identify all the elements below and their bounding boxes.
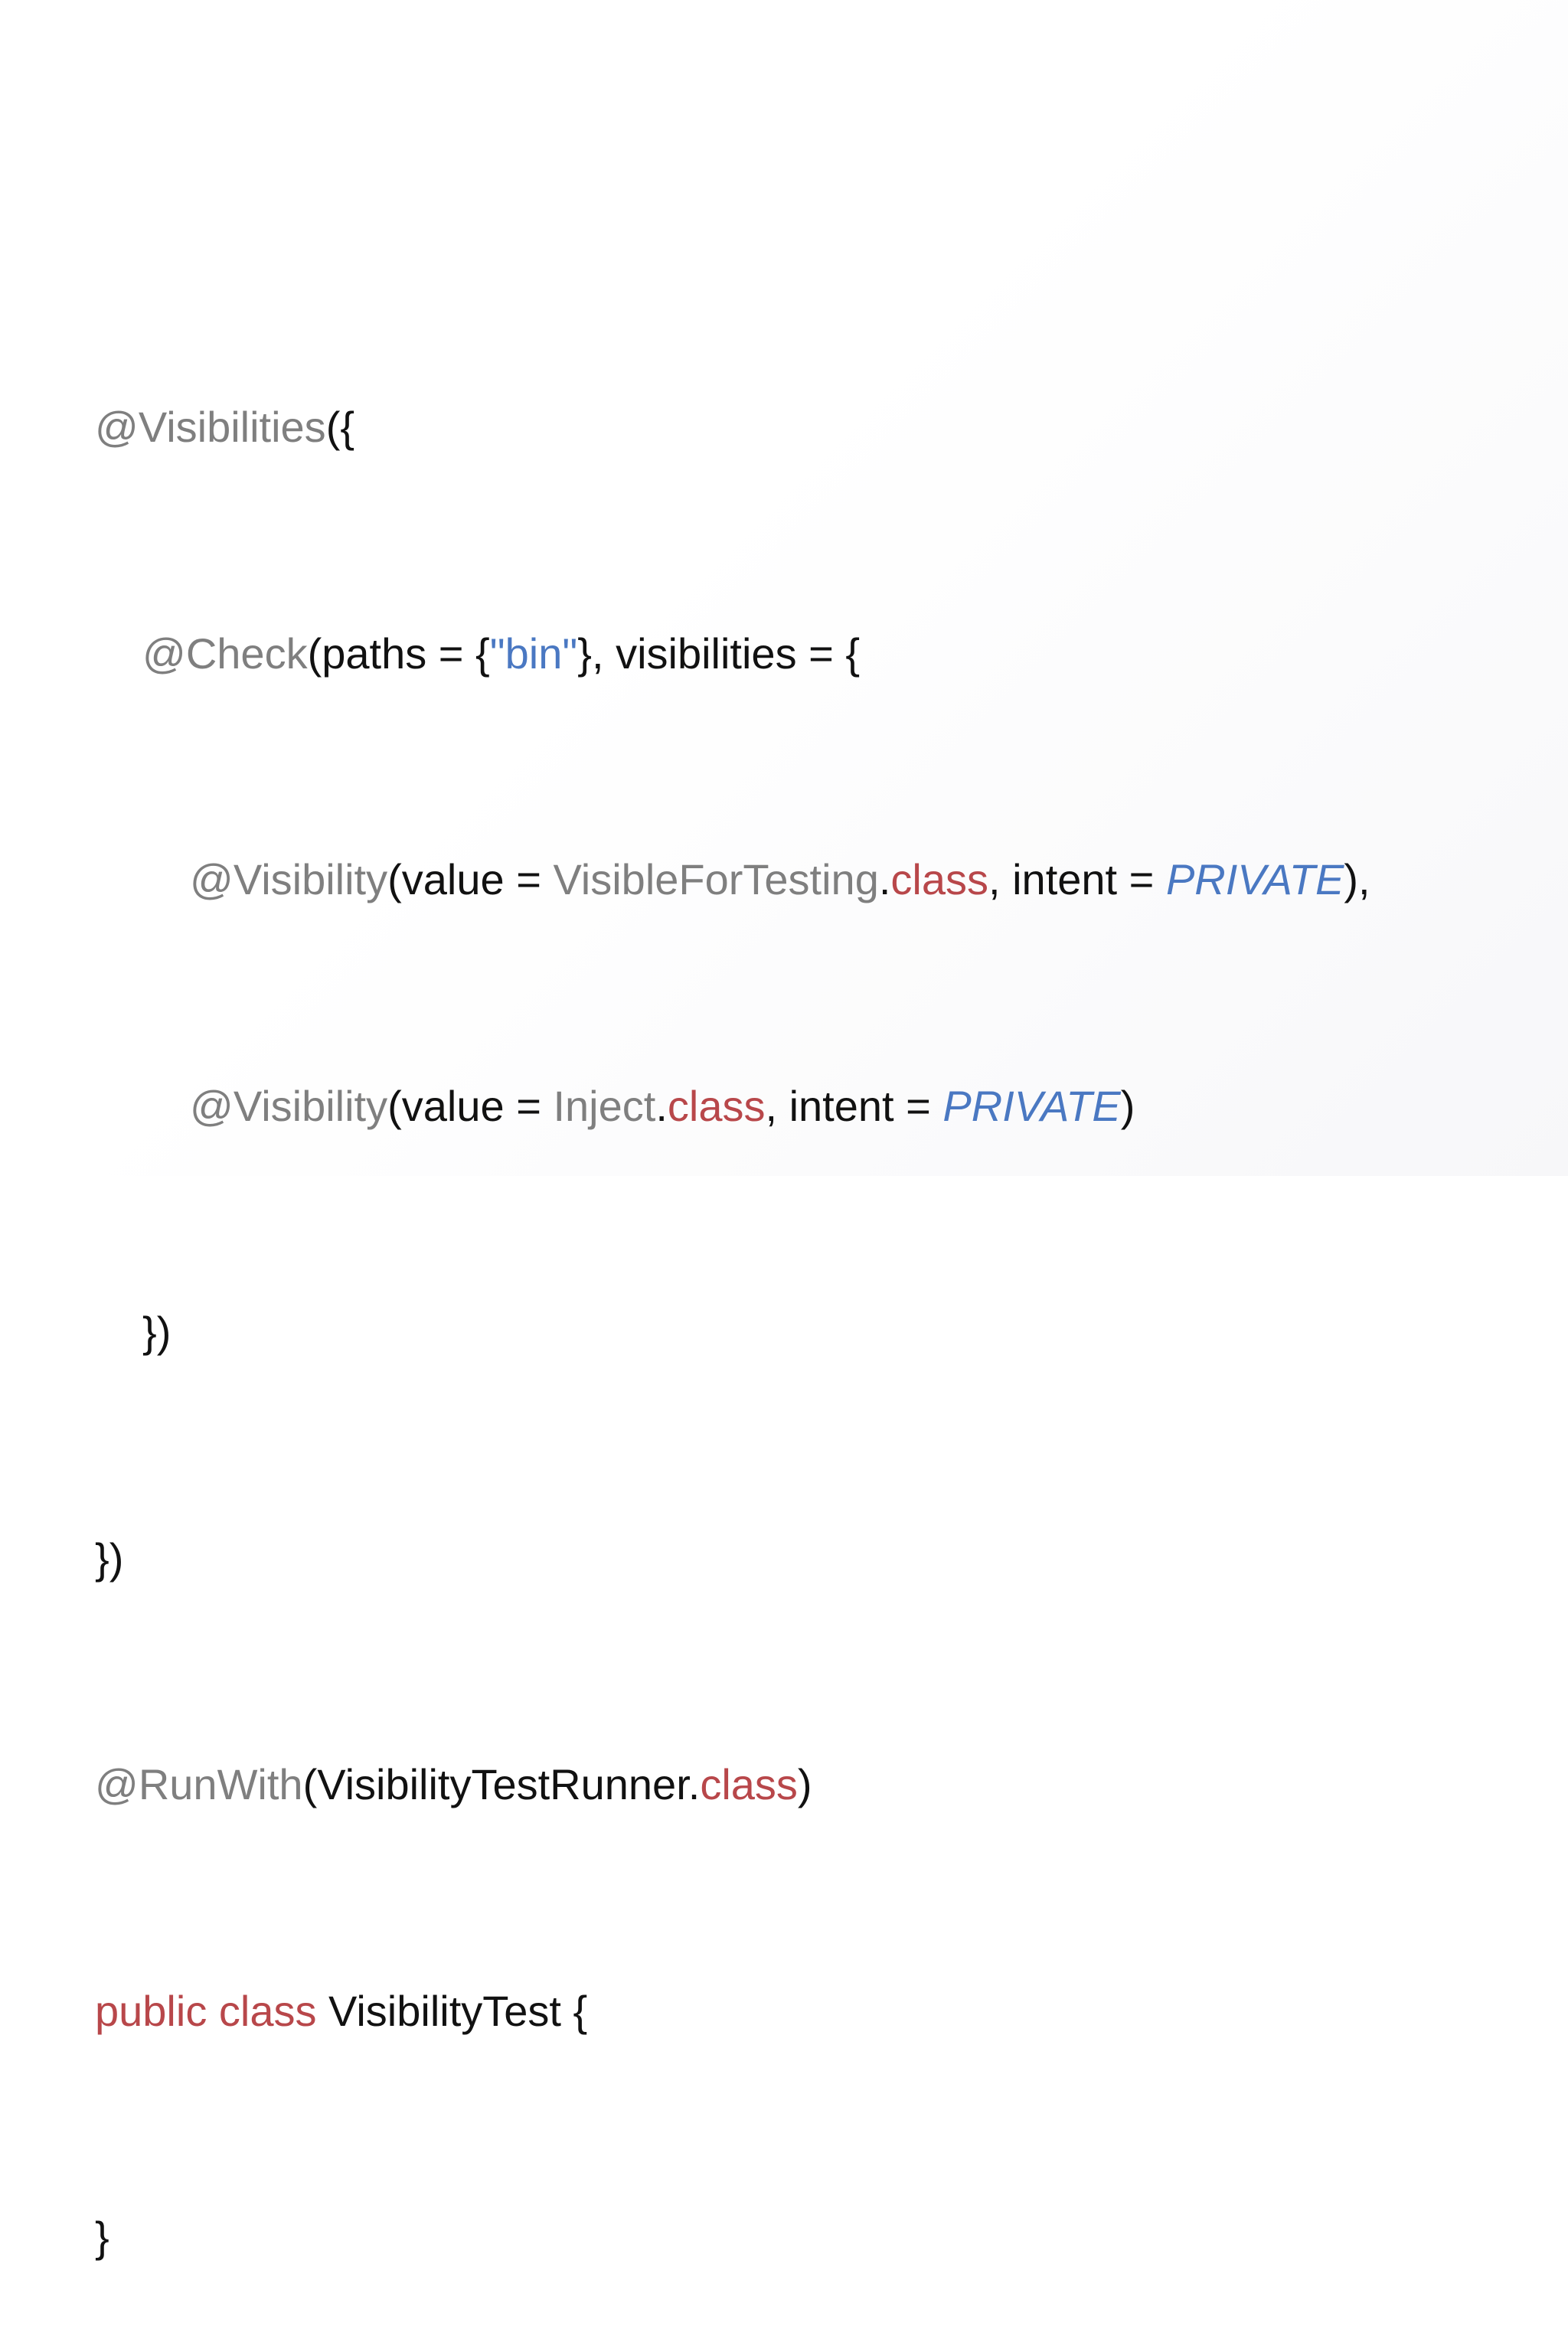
code-token: }, visibilities = { (577, 629, 861, 678)
code-line: @Visibility(value = Inject.class, intent… (95, 1069, 1370, 1145)
code-line: @Visibilities({ (95, 390, 1370, 466)
code-line: }) (95, 1521, 1370, 1597)
keyword-token: class (890, 855, 988, 903)
code-line: public class VisibilityTest { (95, 1974, 1370, 2050)
code-token: . (878, 855, 891, 903)
code-line: @Check(paths = {"bin"}, visibilities = { (95, 616, 1370, 692)
code-block: @Visibilities({ @Check(paths = {"bin"}, … (95, 239, 1370, 2352)
punctuation-token: }) (95, 1534, 124, 1583)
annotation-token: @Visibility (190, 1081, 388, 1130)
annotation-token: @Visibilities (95, 403, 326, 451)
code-token: VisibilityTest { (316, 1986, 588, 2035)
keyword-token: public class (95, 1986, 317, 2035)
annotation-token: @RunWith (95, 1760, 303, 1808)
string-literal-token: "bin" (489, 629, 578, 678)
code-token: ) (797, 1760, 812, 1808)
constant-token: PRIVATE (1165, 855, 1344, 903)
code-token: (value = (387, 1081, 554, 1130)
keyword-token: class (700, 1760, 798, 1808)
code-token: (VisibilityTestRunner. (302, 1760, 701, 1808)
code-token: (paths = { (307, 629, 490, 678)
slide: @Visibilities({ @Check(paths = {"bin"}, … (0, 0, 1568, 2261)
keyword-token: class (667, 1081, 766, 1130)
code-token: . (655, 1081, 668, 1130)
code-line: @Visibility(value = VisibleForTesting.cl… (95, 842, 1370, 918)
type-token: Inject (553, 1081, 656, 1130)
code-line: } (95, 2200, 1370, 2275)
punctuation-token: }) (142, 1308, 172, 1356)
type-token: VisibleForTesting (553, 855, 879, 903)
punctuation-token: ({ (325, 403, 355, 451)
annotation-token: @Check (142, 629, 308, 678)
code-token: (value = (387, 855, 554, 903)
code-token: ) (1120, 1081, 1135, 1130)
code-token: ), (1344, 855, 1370, 903)
punctuation-token: } (95, 2213, 109, 2261)
code-line: @RunWith(VisibilityTestRunner.class) (95, 1747, 1370, 1823)
annotation-token: @Visibility (190, 855, 388, 903)
code-token: , intent = (765, 1081, 943, 1130)
code-line: }) (95, 1295, 1370, 1370)
constant-token: PRIVATE (942, 1081, 1121, 1130)
code-token: , intent = (988, 855, 1166, 903)
